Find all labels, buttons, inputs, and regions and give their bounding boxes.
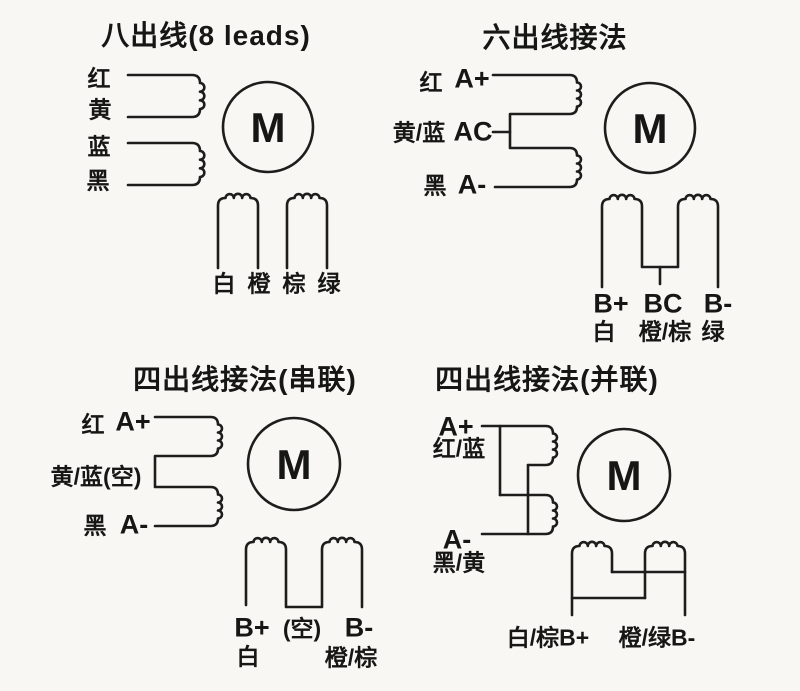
terminal-label-bc: BC <box>643 288 683 319</box>
terminal-label-b-plus: B+ <box>593 288 629 319</box>
lead-label-orange-brown: 橙/棕 <box>638 318 692 345</box>
lead-label-blue: 蓝 <box>87 133 111 160</box>
terminal-label-b-minus: B- <box>344 612 374 643</box>
lead-label-yellow-blue-open: 黄/蓝(空) <box>50 463 142 490</box>
lead-label-red: 红 <box>81 411 105 438</box>
phase-b-coils <box>244 536 364 609</box>
lead-label-black: 黑 <box>423 172 447 199</box>
eight-lead-schematic <box>126 73 329 270</box>
four-lead-series-title: 四出线接法(串联) <box>133 364 357 395</box>
coil-b2 <box>285 192 329 270</box>
eight-lead-title: 八出线(8 leads) <box>101 20 311 51</box>
terminal-label-a-minus: A- <box>119 509 149 540</box>
terminal-label-a-plus: A+ <box>454 63 490 94</box>
coil-a1 <box>126 73 206 119</box>
lead-label-brown: 棕 <box>282 270 306 297</box>
motor-circle <box>576 427 672 523</box>
four-lead-series-schematic <box>153 415 364 609</box>
phase-a-coils <box>153 415 224 528</box>
lead-label-black: 黑 <box>86 167 110 194</box>
motor-symbol: M <box>606 452 642 499</box>
lead-label-orange-brown: 橙/棕 <box>324 644 378 671</box>
lead-label-green: 绿 <box>317 270 341 297</box>
lead-label-orange-green-b-minus: 橙/绿B- <box>618 624 696 651</box>
lead-label-yellow-blue: 黄/蓝 <box>392 119 446 146</box>
six-lead-title: 六出线接法 <box>482 22 628 53</box>
lead-label-red: 红 <box>87 65 111 92</box>
lead-label-red: 红 <box>419 69 443 96</box>
coil-b2 <box>643 540 687 617</box>
motor-symbol: M <box>276 441 312 488</box>
lead-label-yellow: 黄 <box>88 96 112 123</box>
coil-b1 <box>216 192 260 270</box>
lead-label-red-blue: 红/蓝 <box>432 435 486 462</box>
terminal-label-b-plus: B+ <box>234 612 270 643</box>
terminal-label-open: (空) <box>282 615 322 642</box>
lead-label-white: 白 <box>236 643 260 670</box>
lead-label-green: 绿 <box>701 318 725 345</box>
lead-label-white: 白 <box>592 318 616 345</box>
lead-label-white: 白 <box>212 270 236 297</box>
coil-a2 <box>126 141 206 187</box>
coil-a1-with-a-plus-line <box>480 424 559 467</box>
terminal-label-a-minus: A- <box>457 169 487 200</box>
lead-label-black: 黑 <box>83 512 107 539</box>
lead-label-black-yellow: 黑/黄 <box>432 549 486 576</box>
motor-circle <box>246 416 342 512</box>
four-lead-parallel-schematic <box>480 424 687 617</box>
lead-label-orange: 橙 <box>247 270 271 297</box>
motor-circle <box>221 80 315 174</box>
motor-symbol: M <box>632 105 668 152</box>
terminal-label-a-plus: A+ <box>438 411 474 442</box>
six-lead-schematic <box>491 73 720 289</box>
four-lead-parallel-title: 四出线接法(并联) <box>435 364 659 395</box>
terminal-label-a-plus: A+ <box>115 406 151 437</box>
coil-a2-with-a-minus-line <box>480 493 559 536</box>
lead-label-white-brown-b-plus: 白/棕B+ <box>506 624 590 651</box>
motor-symbol: M <box>250 104 286 151</box>
terminal-label-ac: AC <box>453 116 493 147</box>
coil-b1 <box>570 540 614 617</box>
terminal-label-b-minus: B- <box>703 288 733 319</box>
terminal-label-a-minus: A- <box>442 524 472 555</box>
motor-circle <box>603 81 697 175</box>
